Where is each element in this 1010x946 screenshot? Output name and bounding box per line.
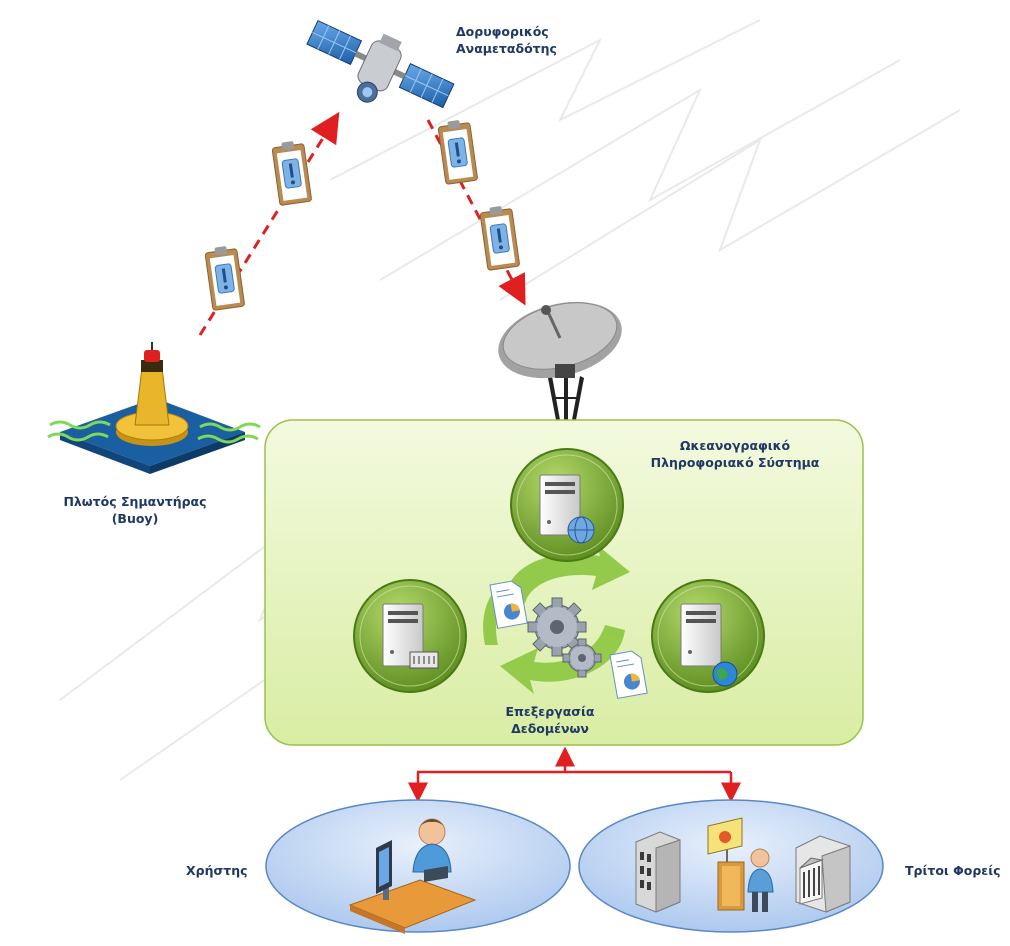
report-document-icon <box>609 650 648 699</box>
processing-label-line1: Επεξεργασία <box>505 704 595 719</box>
processing-label-line2: Δεδομένων <box>511 721 589 736</box>
system-label: Ωκεανογραφικό Πληροφοριακό Σύστημα <box>630 437 840 471</box>
alert-clipboard-icon <box>271 141 312 206</box>
satellite-label-line2: Αναμεταδότης <box>456 41 557 56</box>
user-label: Χρήστης <box>186 863 248 878</box>
satellite-icon <box>306 19 455 109</box>
user-workstation-icon <box>348 818 477 934</box>
buoy-icon <box>47 342 261 474</box>
satellite-label: Δορυφορικός Αναμεταδότης <box>456 23 557 57</box>
satellite-label-line1: Δορυφορικός <box>456 24 549 39</box>
processing-label: Επεξεργασία Δεδομένων <box>480 703 620 737</box>
system-label-line2: Πληροφοριακό Σύστημα <box>650 455 820 470</box>
presenter-icon <box>707 817 774 912</box>
report-document-icon <box>489 580 528 629</box>
gears-icon <box>527 597 602 678</box>
distribution-connector <box>408 746 741 803</box>
buoy-label-line2: (Buoy) <box>111 511 159 526</box>
data-server-icon <box>353 579 467 693</box>
buoy-label-line1: Πλωτός Σημαντήρας <box>63 494 207 509</box>
alert-clipboard-icon <box>479 206 520 271</box>
third-parties-label: Τρίτοι Φορείς <box>905 863 1001 878</box>
system-label-line1: Ωκεανογραφικό <box>679 438 791 453</box>
institution-building-icon <box>795 835 851 913</box>
web-server-icon <box>510 448 624 562</box>
buoy-label: Πλωτός Σημαντήρας (Buoy) <box>40 493 230 527</box>
office-building-icon <box>635 831 681 913</box>
internet-server-icon <box>651 579 765 693</box>
alert-clipboard-icon <box>437 120 478 185</box>
satellite-dish-icon <box>498 301 622 424</box>
alert-clipboard-icon <box>204 246 245 311</box>
